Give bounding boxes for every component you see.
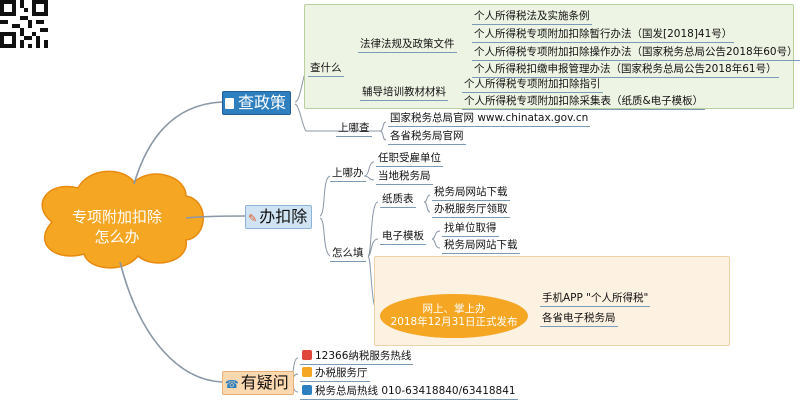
node-what[interactable]: 查什么 — [308, 62, 344, 77]
contact-item[interactable]: 税务总局热线 010-63418840/63418841 — [300, 385, 518, 400]
law-item[interactable]: 个人所得税法及实施条例 — [472, 10, 592, 25]
law-item[interactable]: 个人所得税专项附加扣除暂行办法（国发[2018]41号） — [472, 28, 735, 43]
branch-policy[interactable]: 查政策 — [222, 91, 292, 115]
document-icon — [225, 98, 234, 109]
building-icon — [302, 367, 312, 377]
site-item[interactable]: 各省税务局官网 — [388, 130, 466, 145]
guide-item[interactable]: 个人所得税专项附加扣除采集表（纸质&电子模板） — [462, 95, 706, 110]
pen-icon: ✎ — [248, 212, 258, 225]
branch-questions[interactable]: ☎有疑问 — [222, 371, 294, 395]
node-where-handle[interactable]: 上哪办 — [330, 167, 366, 182]
center-topic: 专项附加扣除 怎么办 — [71, 208, 162, 246]
electronic-item[interactable]: 税务局网站下载 — [442, 239, 520, 254]
place-item[interactable]: 当地税务局 — [376, 170, 433, 185]
online-node[interactable]: 网上、掌上办 2018年12月31日正式发布 — [380, 294, 528, 338]
node-where-check[interactable]: 上哪查 — [336, 122, 372, 137]
phone-icon — [302, 350, 312, 360]
center-cloud — [41, 170, 204, 269]
node-laws[interactable]: 法律法规及政策文件 — [358, 38, 457, 53]
branch-handle[interactable]: ✎办扣除 — [245, 205, 313, 229]
node-paper[interactable]: 纸质表 — [380, 193, 416, 208]
paper-item[interactable]: 税务局网站下载 — [432, 186, 510, 201]
guide-item[interactable]: 个人所得税专项附加扣除指引 — [462, 78, 603, 93]
chat-icon: ☎ — [225, 378, 239, 391]
node-how[interactable]: 怎么填 — [330, 247, 366, 262]
contact-item[interactable]: 12366纳税服务热线 — [300, 350, 414, 365]
law-item[interactable]: 个人所得税专项附加扣除操作办法（国家税务总局公告2018年60号） — [472, 46, 800, 61]
site-item[interactable]: 国家税务总局官网 www.chinatax.gov.cn — [388, 112, 591, 127]
node-guides[interactable]: 辅导培训教材材料 — [360, 86, 448, 101]
hotline-icon — [302, 385, 312, 395]
qr-code-icon — [0, 0, 48, 48]
paper-item[interactable]: 办税服务厅领取 — [432, 203, 510, 218]
electronic-item[interactable]: 找单位取得 — [442, 222, 499, 237]
contact-item[interactable]: 办税服务厅 — [300, 367, 370, 382]
policy-highlight-box — [304, 4, 794, 109]
place-item[interactable]: 任职受雇单位 — [376, 152, 443, 167]
law-item[interactable]: 个人所得税扣缴申报管理办法（国家税务总局公告2018年61号） — [472, 63, 779, 78]
online-item[interactable]: 各省电子税务局 — [540, 312, 618, 327]
node-electronic[interactable]: 电子模板 — [380, 230, 426, 245]
online-item[interactable]: 手机APP "个人所得税" — [540, 292, 651, 307]
